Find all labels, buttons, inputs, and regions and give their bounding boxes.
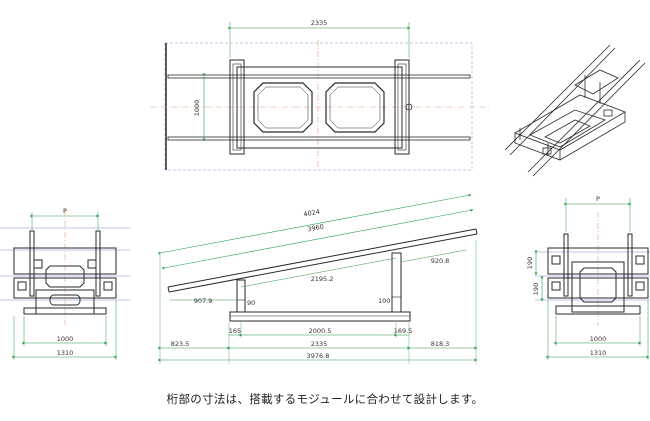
right-pitch-dimension: P [596,195,600,203]
left-extension-dimension: 823.5 [171,340,190,348]
left-end-view: P 1000 1310 [0,207,130,360]
top-width-dimension: 2335 [311,19,328,27]
top-height-dimension: 1000 [193,100,201,117]
right-outer-dimension: 1310 [590,349,607,357]
brace-dimension: 2195.2 [311,275,334,283]
top-view: 2335 1000 [150,19,490,172]
right-lower-height-dimension: 190 [532,283,540,295]
center-span-dimension: 2000.5 [309,327,332,335]
right-extension-dimension: 818.3 [431,340,450,348]
short-post-dimension: 90 [247,299,255,307]
figure-caption: 桁部の寸法は、搭載するモジュールに合わせて設計します。 [166,392,484,406]
tall-post-dimension: 100 [378,297,390,305]
isometric-view [504,44,646,177]
overhang-dimension: 907.9 [194,297,213,305]
left-offset-dimension: 165 [229,327,241,335]
right-offset-dimension: 169.5 [394,327,413,335]
total-length-dimension: 3976.8 [307,352,330,360]
rise-dimension: 920.8 [431,257,450,265]
right-end-view: P 190 190 1000 1310 [526,195,650,360]
left-pitch-dimension: P [63,207,67,215]
rail-length-dimension: 2335 [311,340,328,348]
module-diagonal-dimension: 3960 [307,223,325,234]
right-inner-dimension: 1000 [590,335,607,343]
left-inner-dimension: 1000 [57,335,74,343]
left-outer-dimension: 1310 [57,349,74,357]
overall-diagonal-dimension: 4024 [303,208,321,219]
side-view: 4024 3960 2195.2 920.8 907.9 90 100 165 … [158,193,478,364]
right-upper-height-dimension: 190 [526,257,534,269]
